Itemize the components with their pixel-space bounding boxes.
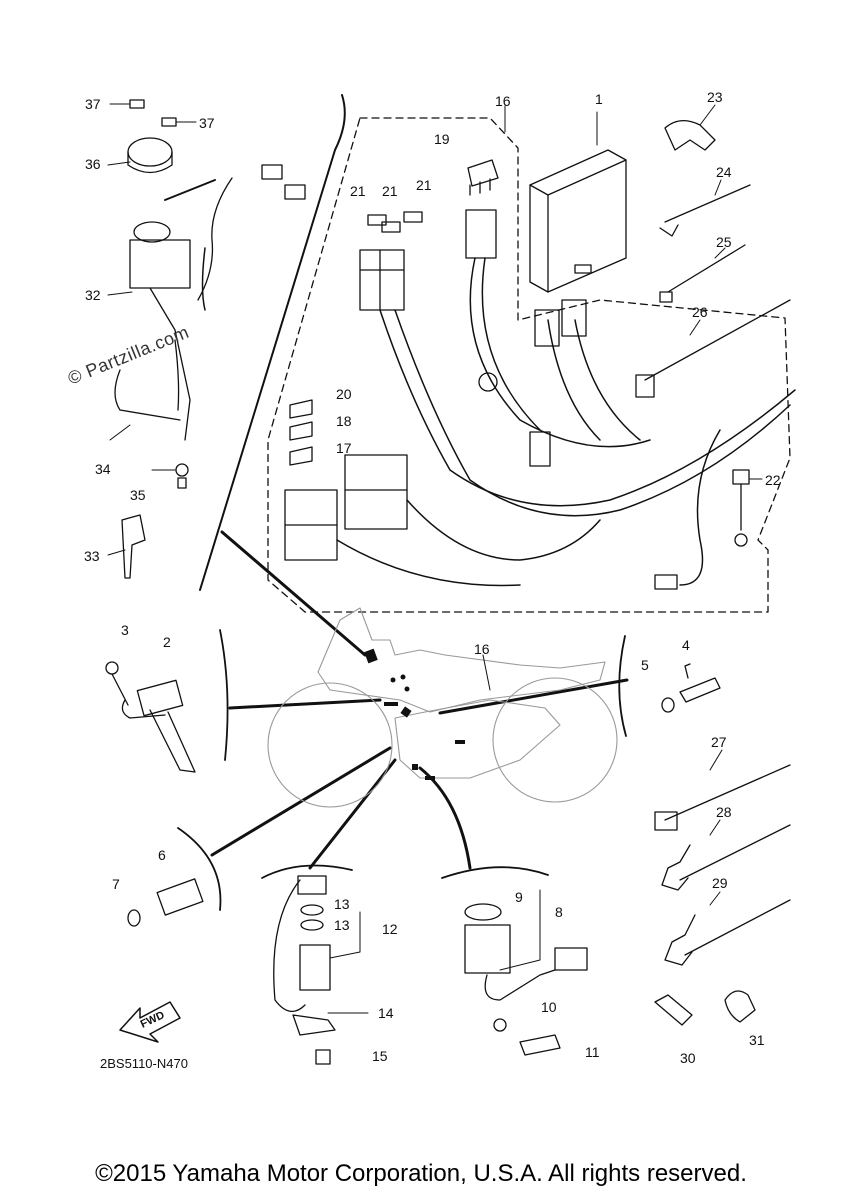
callout-5: 5 bbox=[641, 657, 649, 673]
callout-34: 34 bbox=[95, 461, 111, 477]
callout-35: 35 bbox=[130, 487, 146, 503]
part-22-bolt bbox=[732, 469, 750, 547]
callout-3: 3 bbox=[121, 622, 129, 638]
callout-16-top: 16 bbox=[495, 93, 511, 109]
part-27-head bbox=[654, 811, 678, 831]
callout-leaders bbox=[107, 103, 763, 1014]
motorcycle-silhouette bbox=[267, 607, 618, 808]
panel-8-boundary bbox=[441, 866, 549, 879]
part-19-relay bbox=[465, 159, 499, 259]
part-5-washer bbox=[661, 697, 675, 713]
callout-18: 18 bbox=[336, 413, 352, 429]
callout-16-bike: 16 bbox=[474, 641, 490, 657]
panel-12-boundary bbox=[261, 864, 353, 879]
callout-24: 24 bbox=[716, 164, 732, 180]
relay-block bbox=[284, 454, 408, 561]
fwd-arrow bbox=[119, 1001, 181, 1043]
callout-23: 23 bbox=[707, 89, 723, 105]
callout-13a: 13 bbox=[334, 896, 350, 912]
main-wire-harness bbox=[201, 247, 796, 587]
part-28-tie bbox=[679, 824, 791, 881]
callout-17: 17 bbox=[336, 440, 352, 456]
part-31-clip bbox=[724, 990, 756, 1023]
callout-14: 14 bbox=[378, 1005, 394, 1021]
part-33-key bbox=[121, 514, 146, 579]
callout-37a: 37 bbox=[85, 96, 101, 112]
part-27-tie bbox=[664, 764, 791, 821]
part-24-tie bbox=[659, 184, 751, 237]
callout-15: 15 bbox=[372, 1048, 388, 1064]
part-21-fuses bbox=[359, 211, 423, 311]
callout-9: 9 bbox=[515, 889, 523, 905]
parts-17-18-20-connectors bbox=[289, 399, 313, 466]
callout-4: 4 bbox=[682, 637, 690, 653]
callout-8: 8 bbox=[555, 904, 563, 920]
connectors-26 bbox=[529, 299, 678, 590]
callout-28: 28 bbox=[716, 804, 732, 820]
part-8-sensor bbox=[464, 903, 588, 1056]
callout-12: 12 bbox=[382, 921, 398, 937]
part-29-hook bbox=[664, 914, 696, 966]
callout-13b: 13 bbox=[334, 917, 350, 933]
harness-grommet bbox=[478, 372, 498, 392]
part-26-head bbox=[635, 374, 655, 398]
callout-27: 27 bbox=[711, 734, 727, 750]
part-26-tie bbox=[644, 299, 791, 381]
callout-29: 29 bbox=[712, 875, 728, 891]
location-markers bbox=[364, 648, 465, 780]
part-12-sensor bbox=[273, 875, 336, 1065]
panel-6-boundary bbox=[177, 827, 222, 911]
callout-37b: 37 bbox=[199, 115, 215, 131]
part-4-sensor bbox=[679, 663, 721, 703]
callout-33: 33 bbox=[84, 548, 100, 564]
harness-dashed-region bbox=[267, 117, 791, 613]
part-1-ecu bbox=[529, 149, 627, 293]
callout-21b: 21 bbox=[382, 183, 398, 199]
leader-lines bbox=[210, 530, 629, 870]
part-25-tie bbox=[667, 244, 746, 293]
part-28-hook bbox=[661, 844, 691, 891]
part-30-clip bbox=[654, 994, 693, 1026]
callout-30: 30 bbox=[680, 1050, 696, 1066]
callout-11: 11 bbox=[585, 1044, 600, 1060]
callout-32: 32 bbox=[85, 287, 101, 303]
callout-22: 22 bbox=[765, 472, 781, 488]
callout-1: 1 bbox=[595, 91, 603, 107]
callout-26: 26 bbox=[692, 304, 708, 320]
part-6-switch bbox=[156, 878, 204, 916]
callout-36: 36 bbox=[85, 156, 101, 172]
callout-6: 6 bbox=[158, 847, 166, 863]
callout-20: 20 bbox=[336, 386, 352, 402]
callout-7: 7 bbox=[112, 876, 120, 892]
callout-31: 31 bbox=[749, 1032, 765, 1048]
callout-21a: 21 bbox=[350, 183, 366, 199]
callout-10: 10 bbox=[541, 999, 557, 1015]
copyright-notice: ©2015 Yamaha Motor Corporation, U.S.A. A… bbox=[95, 1160, 747, 1187]
diagram-code: 2BS5110-N470 bbox=[100, 1056, 188, 1071]
callout-21c: 21 bbox=[416, 177, 432, 193]
part-25-head bbox=[659, 291, 673, 303]
left-panel-3-boundary bbox=[219, 629, 229, 761]
part-29-tie bbox=[684, 899, 791, 956]
part-2-ignition-coil bbox=[105, 661, 196, 773]
callout-25: 25 bbox=[716, 234, 732, 250]
callout-2: 2 bbox=[163, 634, 171, 650]
part-7-washer bbox=[127, 909, 141, 927]
upper-left-panel-boundary bbox=[199, 94, 346, 591]
part-23-clamp bbox=[664, 120, 716, 151]
right-panel-4-boundary bbox=[618, 635, 627, 737]
ignition-switch-assembly bbox=[114, 99, 306, 489]
callout-19: 19 bbox=[434, 131, 450, 147]
